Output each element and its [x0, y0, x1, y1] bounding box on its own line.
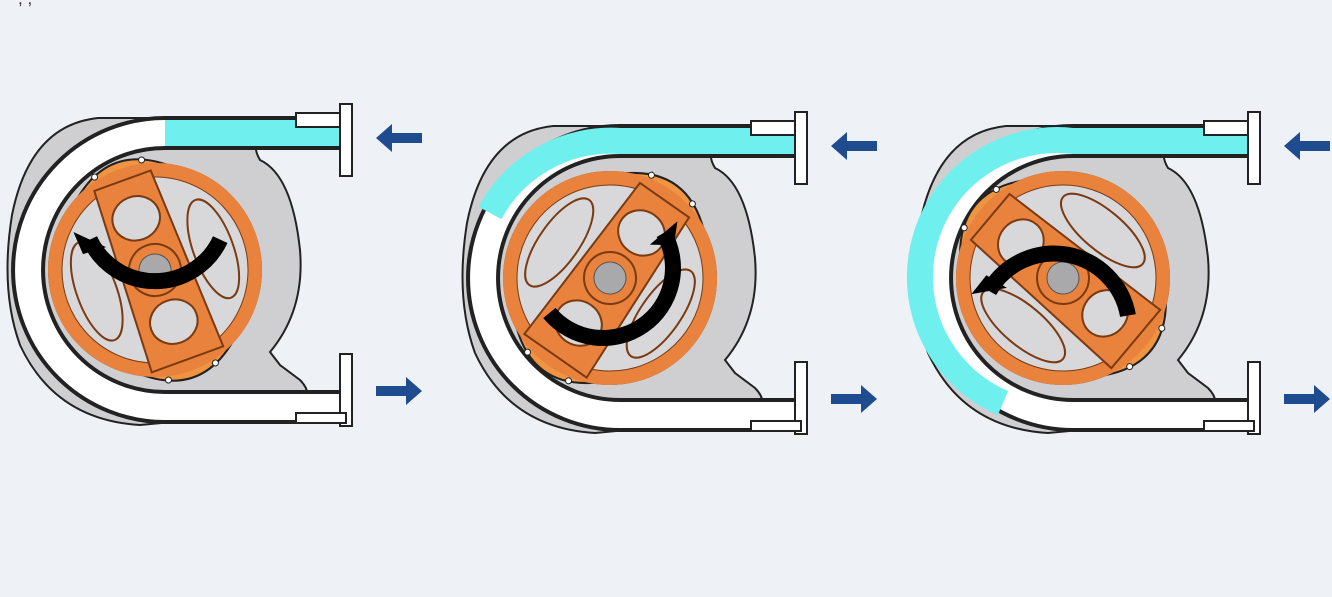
rotor-shaft [593, 261, 627, 295]
pump-stage-1 [6, 103, 422, 427]
inlet-arrow-icon [831, 132, 877, 160]
inlet-flange [339, 103, 353, 177]
rotor-shaft [1046, 261, 1080, 295]
shoe-bolt [647, 171, 655, 179]
pump-stage-3 [906, 111, 1330, 435]
shoe-bolt [164, 376, 172, 384]
rotor-ring [503, 171, 717, 385]
outlet-flange-bottom [1203, 420, 1255, 432]
inlet-flange-top [1203, 120, 1255, 136]
rotation-arrow-head-icon [73, 231, 107, 255]
outlet-arrow-icon [376, 377, 422, 405]
rotor-cutout [1059, 192, 1146, 269]
inlet-arrow-icon [1284, 132, 1330, 160]
shoe-bolt [211, 359, 219, 367]
rotor-cutout [111, 195, 161, 242]
shoe-bolt [1126, 363, 1134, 371]
outlet-arrow-icon [1284, 385, 1330, 413]
shoe-bolt [91, 173, 99, 181]
rotation-arrow-icon [543, 229, 681, 346]
pump-stage-2 [461, 111, 877, 435]
outlet-flange [1247, 361, 1261, 435]
shoe-bolt [524, 348, 532, 356]
shoe-bolt [992, 185, 1000, 193]
rotor-cutout [524, 197, 595, 288]
rotation-arrow-icon [982, 245, 1136, 318]
rotor-ring [956, 171, 1170, 385]
shoe-bolt [1158, 324, 1166, 332]
rotor-ring [48, 163, 262, 377]
clipped-caption: , , [18, 0, 32, 9]
outlet-flange [339, 353, 353, 427]
outlet-arrow-icon [831, 385, 877, 413]
hose-filled-section [906, 127, 1258, 415]
shoe-bolt [688, 200, 696, 208]
inlet-flange-top [750, 120, 802, 136]
rotation-arrow-head-icon [971, 275, 1007, 295]
rotor-cutout [149, 298, 199, 345]
shoe-bolt [960, 224, 968, 232]
outlet-flange-bottom [295, 412, 347, 424]
rotor-cutout [980, 287, 1067, 364]
inlet-flange [794, 111, 808, 185]
inlet-flange [1247, 111, 1261, 185]
outlet-flange [794, 361, 808, 435]
shoe-bolt [565, 377, 573, 385]
hose-empty-section [15, 120, 350, 420]
outlet-flange-bottom [750, 420, 802, 432]
rotation-arrow-head-icon [649, 221, 678, 246]
shoe-bolt [138, 156, 146, 164]
rotor [48, 156, 262, 384]
rotation-arrow-icon [82, 235, 228, 290]
inlet-arrow-icon [376, 124, 422, 152]
inlet-flange-top [295, 112, 347, 128]
hose-filled-section [478, 127, 805, 220]
